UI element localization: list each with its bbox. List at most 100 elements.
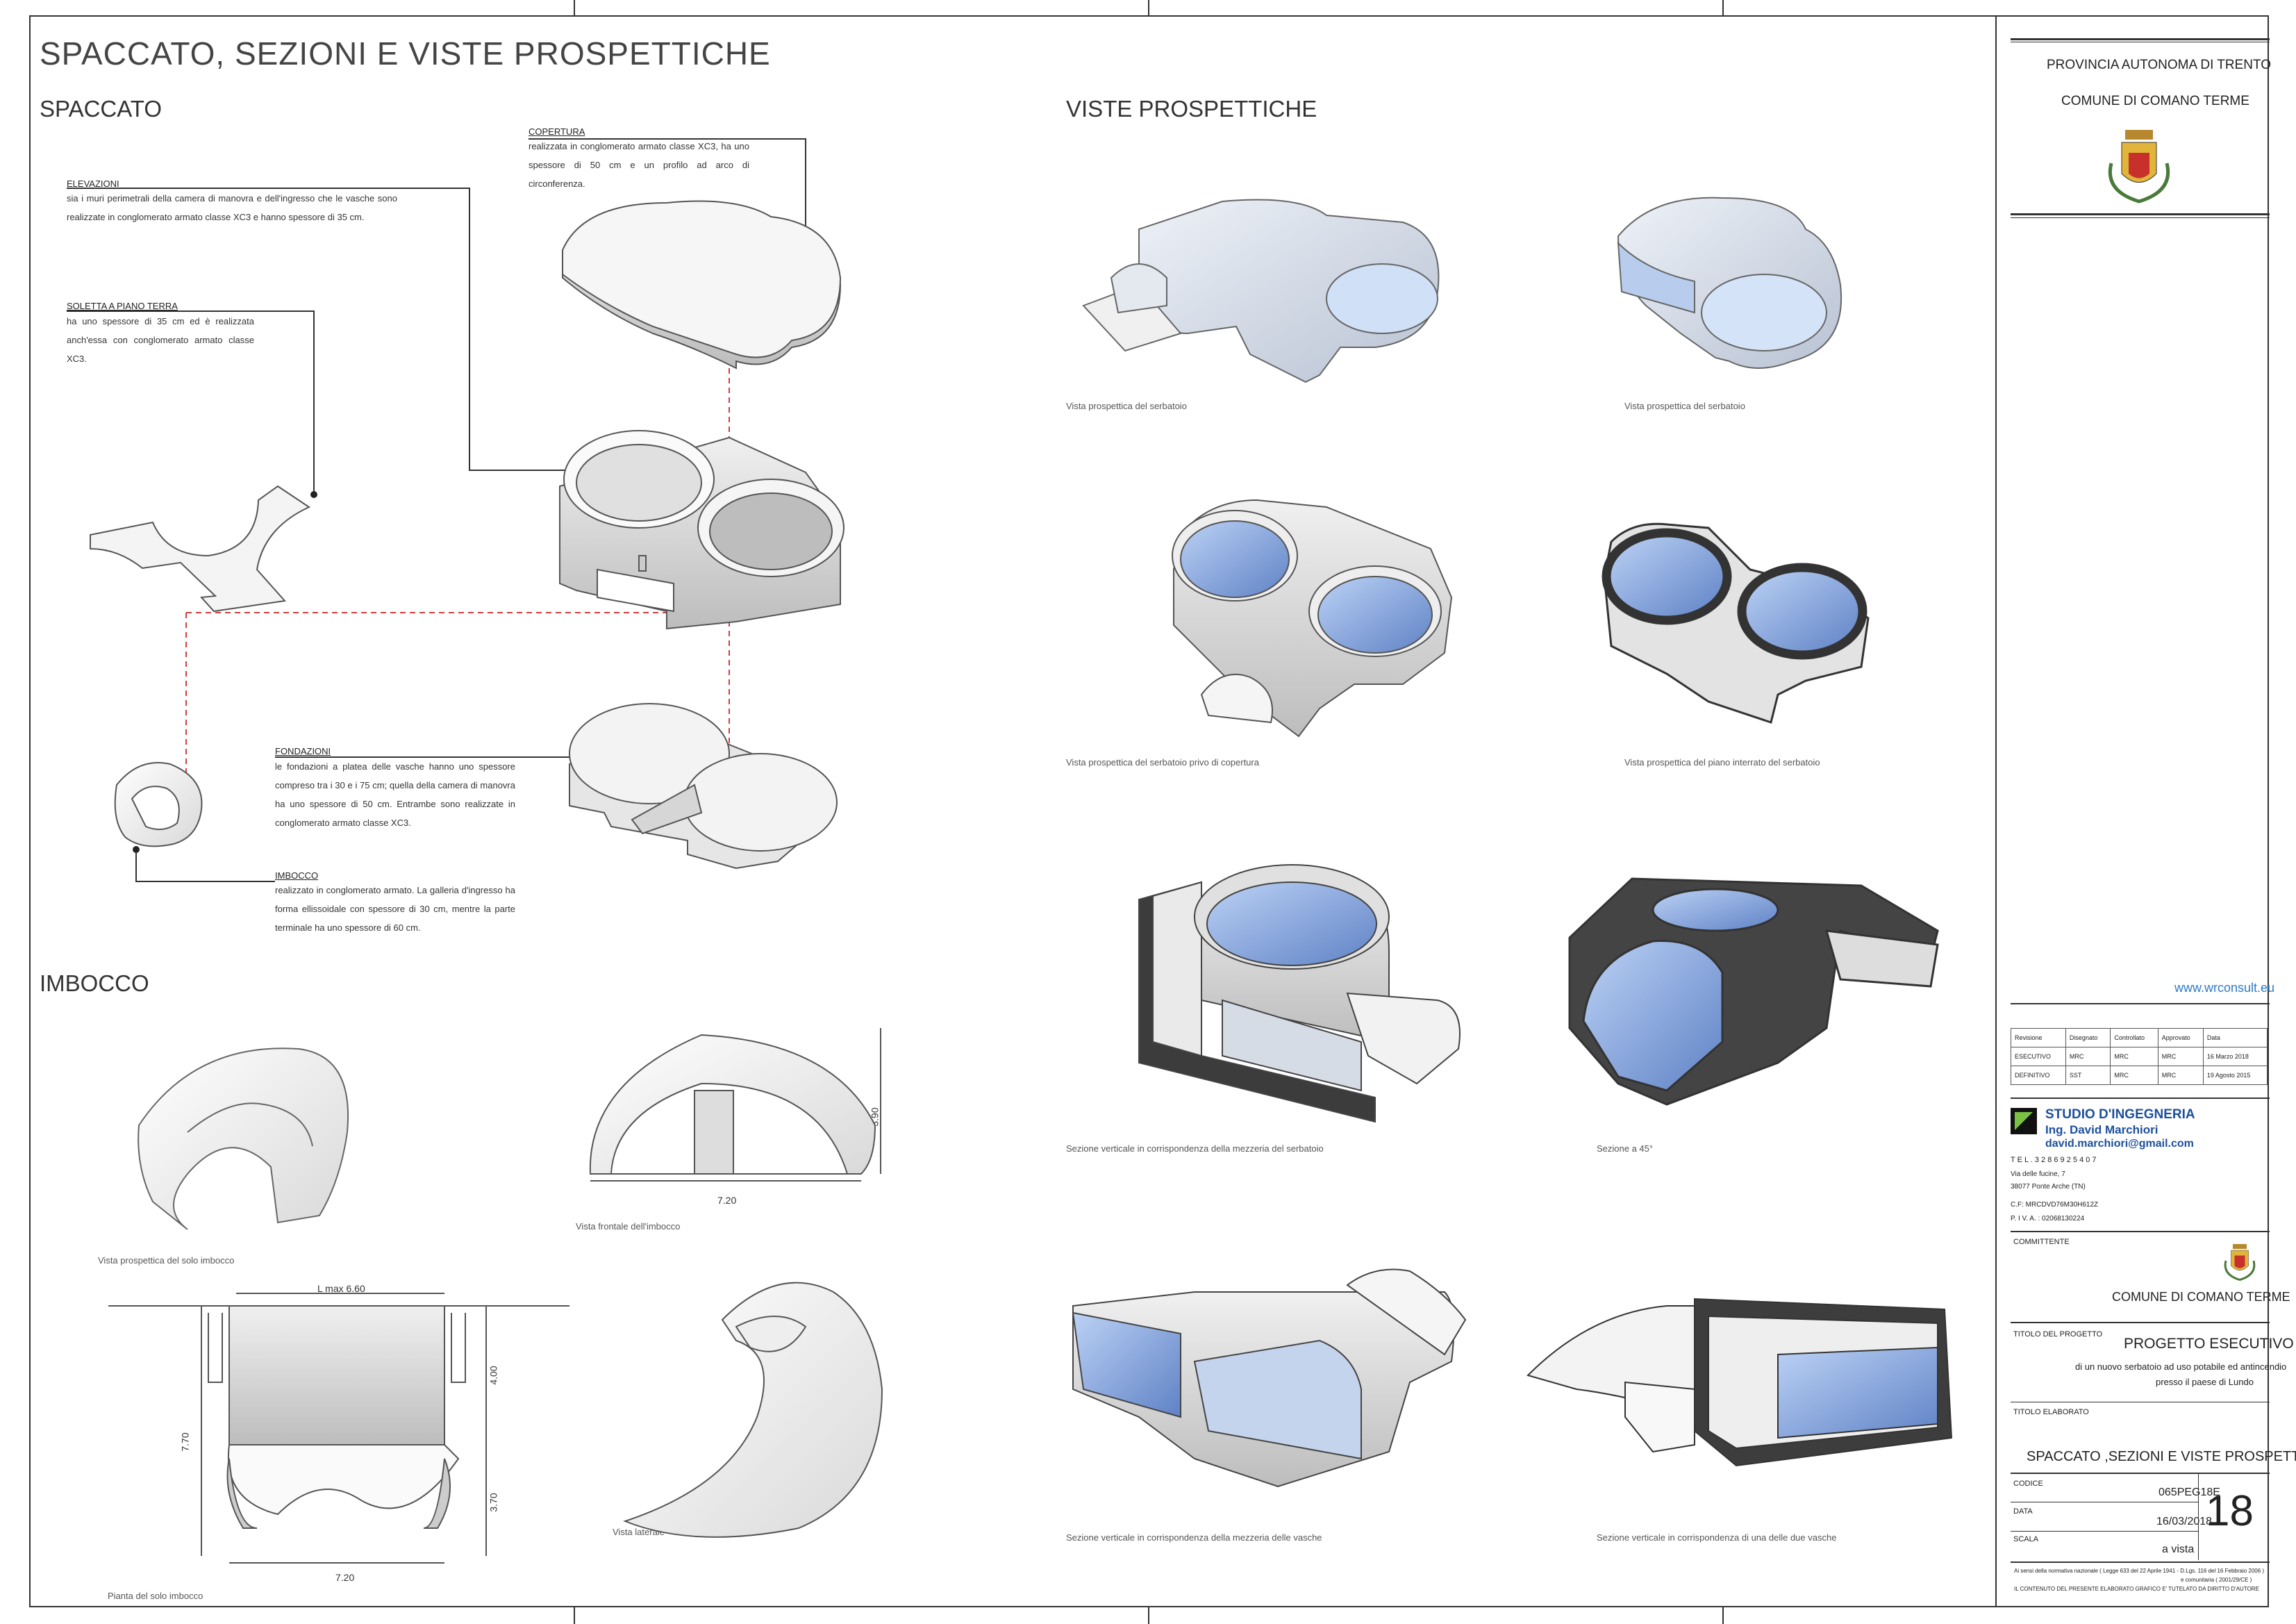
vista-serbatoio-1 bbox=[1082, 199, 1440, 383]
titolo-progetto-label: TITOLO DEL PROGETTO bbox=[2013, 1330, 2103, 1339]
caption-sezione-4: Sezione verticale in corrispondenza di u… bbox=[1597, 1532, 1837, 1543]
tb-rule bbox=[2011, 1003, 2270, 1004]
legal-note-1: Ai sensi della normativa nazionale ( Leg… bbox=[2014, 1568, 2265, 1574]
section-spaccato: SPACCATO bbox=[40, 96, 163, 122]
caption-vista-2: Vista prospettica del serbatoio bbox=[1624, 401, 1745, 411]
section-viste: VISTE PROSPETTICHE bbox=[1066, 96, 1317, 122]
vista-serbatoio-4 bbox=[1602, 522, 1870, 724]
studio-name: STUDIO D'INGEGNERIA bbox=[2045, 1107, 2195, 1122]
frame-tick bbox=[574, 1607, 575, 1624]
scala-value: a vista bbox=[2162, 1543, 2195, 1555]
progetto-title: PROGETTO ESECUTIVO bbox=[2124, 1336, 2294, 1352]
sezione-una-vasca bbox=[1526, 1298, 1953, 1467]
soletta-slab bbox=[90, 485, 311, 613]
tb-rule bbox=[2011, 217, 2270, 218]
caption-vista-4: Vista prospettica del piano interrato de… bbox=[1624, 757, 1820, 768]
imbocco-pianta bbox=[108, 1293, 569, 1564]
note-copertura-text: realizzata in conglomerato armato classe… bbox=[529, 141, 749, 189]
section-imbocco: IMBOCCO bbox=[40, 970, 149, 996]
codice-value: 065PEG18E bbox=[2158, 1486, 2220, 1498]
comune-label: COMUNE DI COMANO TERME bbox=[2061, 94, 2249, 108]
committente-label: COMMITTENTE bbox=[2013, 1238, 2070, 1246]
rev-cell: DEFINITIVO bbox=[2011, 1066, 2066, 1085]
imbocco-prospettica bbox=[138, 1047, 349, 1230]
note-fondazioni-title: FONDAZIONI bbox=[275, 746, 331, 756]
studio-cf: C.F: MRCDVD76M30H612Z bbox=[2011, 1201, 2099, 1209]
elevazioni-walls bbox=[559, 430, 845, 630]
studio-tel: T E L . 3 2 8 6 9 2 5 4 0 7 bbox=[2011, 1156, 2097, 1164]
rev-header: Approvato bbox=[2157, 1028, 2204, 1047]
frame-tick bbox=[574, 0, 575, 15]
tavola-number: 18 bbox=[2206, 1487, 2254, 1535]
copertura-slab bbox=[562, 200, 842, 370]
caption-imbocco-3: Pianta del solo imbocco bbox=[108, 1591, 203, 1601]
tb-rule bbox=[2011, 1561, 2270, 1563]
drawing-frame bbox=[29, 15, 2269, 1607]
note-fondazioni-text: le fondazioni a platea delle vasche hann… bbox=[275, 761, 515, 828]
sezione-serbatoio bbox=[1138, 864, 1461, 1123]
dim-plan-lmax: L max 6.60 bbox=[317, 1283, 365, 1294]
rev-cell: MRC bbox=[2110, 1066, 2158, 1085]
caption-imbocco-2: Vista frontale dell'imbocco bbox=[576, 1221, 681, 1232]
scala-label: SCALA bbox=[2013, 1535, 2039, 1543]
tb-rule bbox=[2011, 213, 2270, 215]
tb-rule bbox=[2011, 1097, 2270, 1099]
sezione-45 bbox=[1568, 877, 1939, 1106]
rev-cell: 19 Agosto 2015 bbox=[2202, 1066, 2268, 1085]
vista-serbatoio-3 bbox=[1172, 499, 1453, 738]
provincia-label: PROVINCIA AUTONOMA DI TRENTO bbox=[2047, 58, 2272, 72]
data-value: 16/03/2018 bbox=[2156, 1516, 2213, 1527]
studio-piva: P. I V. A. : 02068130224 bbox=[2011, 1215, 2085, 1223]
revision-row: DEFINITIVO SST MRC MRC 19 Agosto 2015 bbox=[2011, 1066, 2268, 1085]
note-elevazioni-text: sia i muri perimetrali della camera di m… bbox=[67, 193, 397, 222]
frame-tick bbox=[1722, 0, 1724, 15]
technical-drawings bbox=[67, 138, 1953, 1564]
caption-vista-3: Vista prospettica del serbatoio privo di… bbox=[1066, 757, 1259, 768]
frame-tick bbox=[1148, 1607, 1149, 1624]
caption-imbocco-1: Vista prospettica del solo imbocco bbox=[98, 1255, 235, 1266]
caption-sezione-1: Sezione verticale in corrispondenza dell… bbox=[1066, 1143, 1324, 1154]
progetto-desc-1: di un nuovo serbatoio ad uso potabile ed… bbox=[2075, 1361, 2287, 1372]
rev-cell: MRC bbox=[2157, 1066, 2204, 1085]
rev-cell: ESECUTIVO bbox=[2011, 1047, 2066, 1066]
dim-plan-width: 7.20 bbox=[335, 1572, 355, 1583]
codice-label: CODICE bbox=[2013, 1480, 2043, 1488]
note-imbocco-text: realizzato in conglomerato armato. La ga… bbox=[275, 885, 515, 933]
engineer-name: Ing. David Marchiori bbox=[2045, 1123, 2158, 1136]
studio-address-2: 38077 Ponte Arche (TN) bbox=[2011, 1183, 2086, 1191]
titolo-elaborato-label: TITOLO ELABORATO bbox=[2013, 1408, 2089, 1416]
note-soletta-title: SOLETTA A PIANO TERRA bbox=[67, 301, 178, 311]
fondazioni-slab bbox=[569, 703, 838, 870]
committente-crest-icon bbox=[2224, 1244, 2256, 1282]
tb-rule bbox=[2011, 1322, 2270, 1323]
note-copertura-title: COPERTURA bbox=[529, 126, 585, 137]
imbocco-frontale bbox=[589, 1028, 881, 1182]
caption-vista-1: Vista prospettica del serbatoio bbox=[1066, 401, 1187, 411]
revision-table: Revisione Disegnato Controllato Approvat… bbox=[2011, 1028, 2268, 1085]
rev-header: Disegnato bbox=[2065, 1028, 2111, 1047]
rev-cell: MRC bbox=[2157, 1047, 2204, 1066]
data-label: DATA bbox=[2013, 1507, 2033, 1516]
vista-serbatoio-2 bbox=[1617, 197, 1842, 369]
engineer-email[interactable]: david.marchiori@gmail.com bbox=[2045, 1138, 2194, 1150]
page-title: SPACCATO, SEZIONI E VISTE PROSPETTICHE bbox=[40, 35, 771, 72]
dim-front-width: 7.20 bbox=[717, 1195, 737, 1206]
revision-header-row: Revisione Disegnato Controllato Approvat… bbox=[2011, 1028, 2268, 1047]
frame-tick bbox=[1722, 1607, 1724, 1624]
sezione-vasche bbox=[1072, 1268, 1467, 1488]
revision-row: ESECUTIVO MRC MRC MRC 16 Marzo 2018 bbox=[2011, 1047, 2268, 1066]
rev-cell: MRC bbox=[2110, 1047, 2158, 1066]
tb-divider bbox=[2011, 1531, 2198, 1532]
committente-name: COMUNE DI COMANO TERME bbox=[2112, 1290, 2290, 1304]
rev-cell: MRC bbox=[2065, 1047, 2111, 1066]
imbocco-laterale bbox=[623, 1282, 883, 1538]
legal-note-3: IL CONTENUTO DEL PRESENTE ELABORATO GRAF… bbox=[2014, 1586, 2259, 1592]
website-link[interactable]: www.wrconsult.eu bbox=[2174, 981, 2275, 995]
legal-note-2: e comunitaria ( 2001/29/CE ) bbox=[2181, 1577, 2252, 1583]
title-block bbox=[1995, 15, 2269, 1607]
caption-sezione-2: Sezione a 45° bbox=[1597, 1143, 1654, 1154]
tb-divider bbox=[2198, 1474, 2199, 1560]
studio-address-1: Via delle fucine, 7 bbox=[2011, 1170, 2065, 1178]
rev-header: Data bbox=[2202, 1028, 2268, 1047]
studio-logo-icon bbox=[2011, 1108, 2037, 1134]
